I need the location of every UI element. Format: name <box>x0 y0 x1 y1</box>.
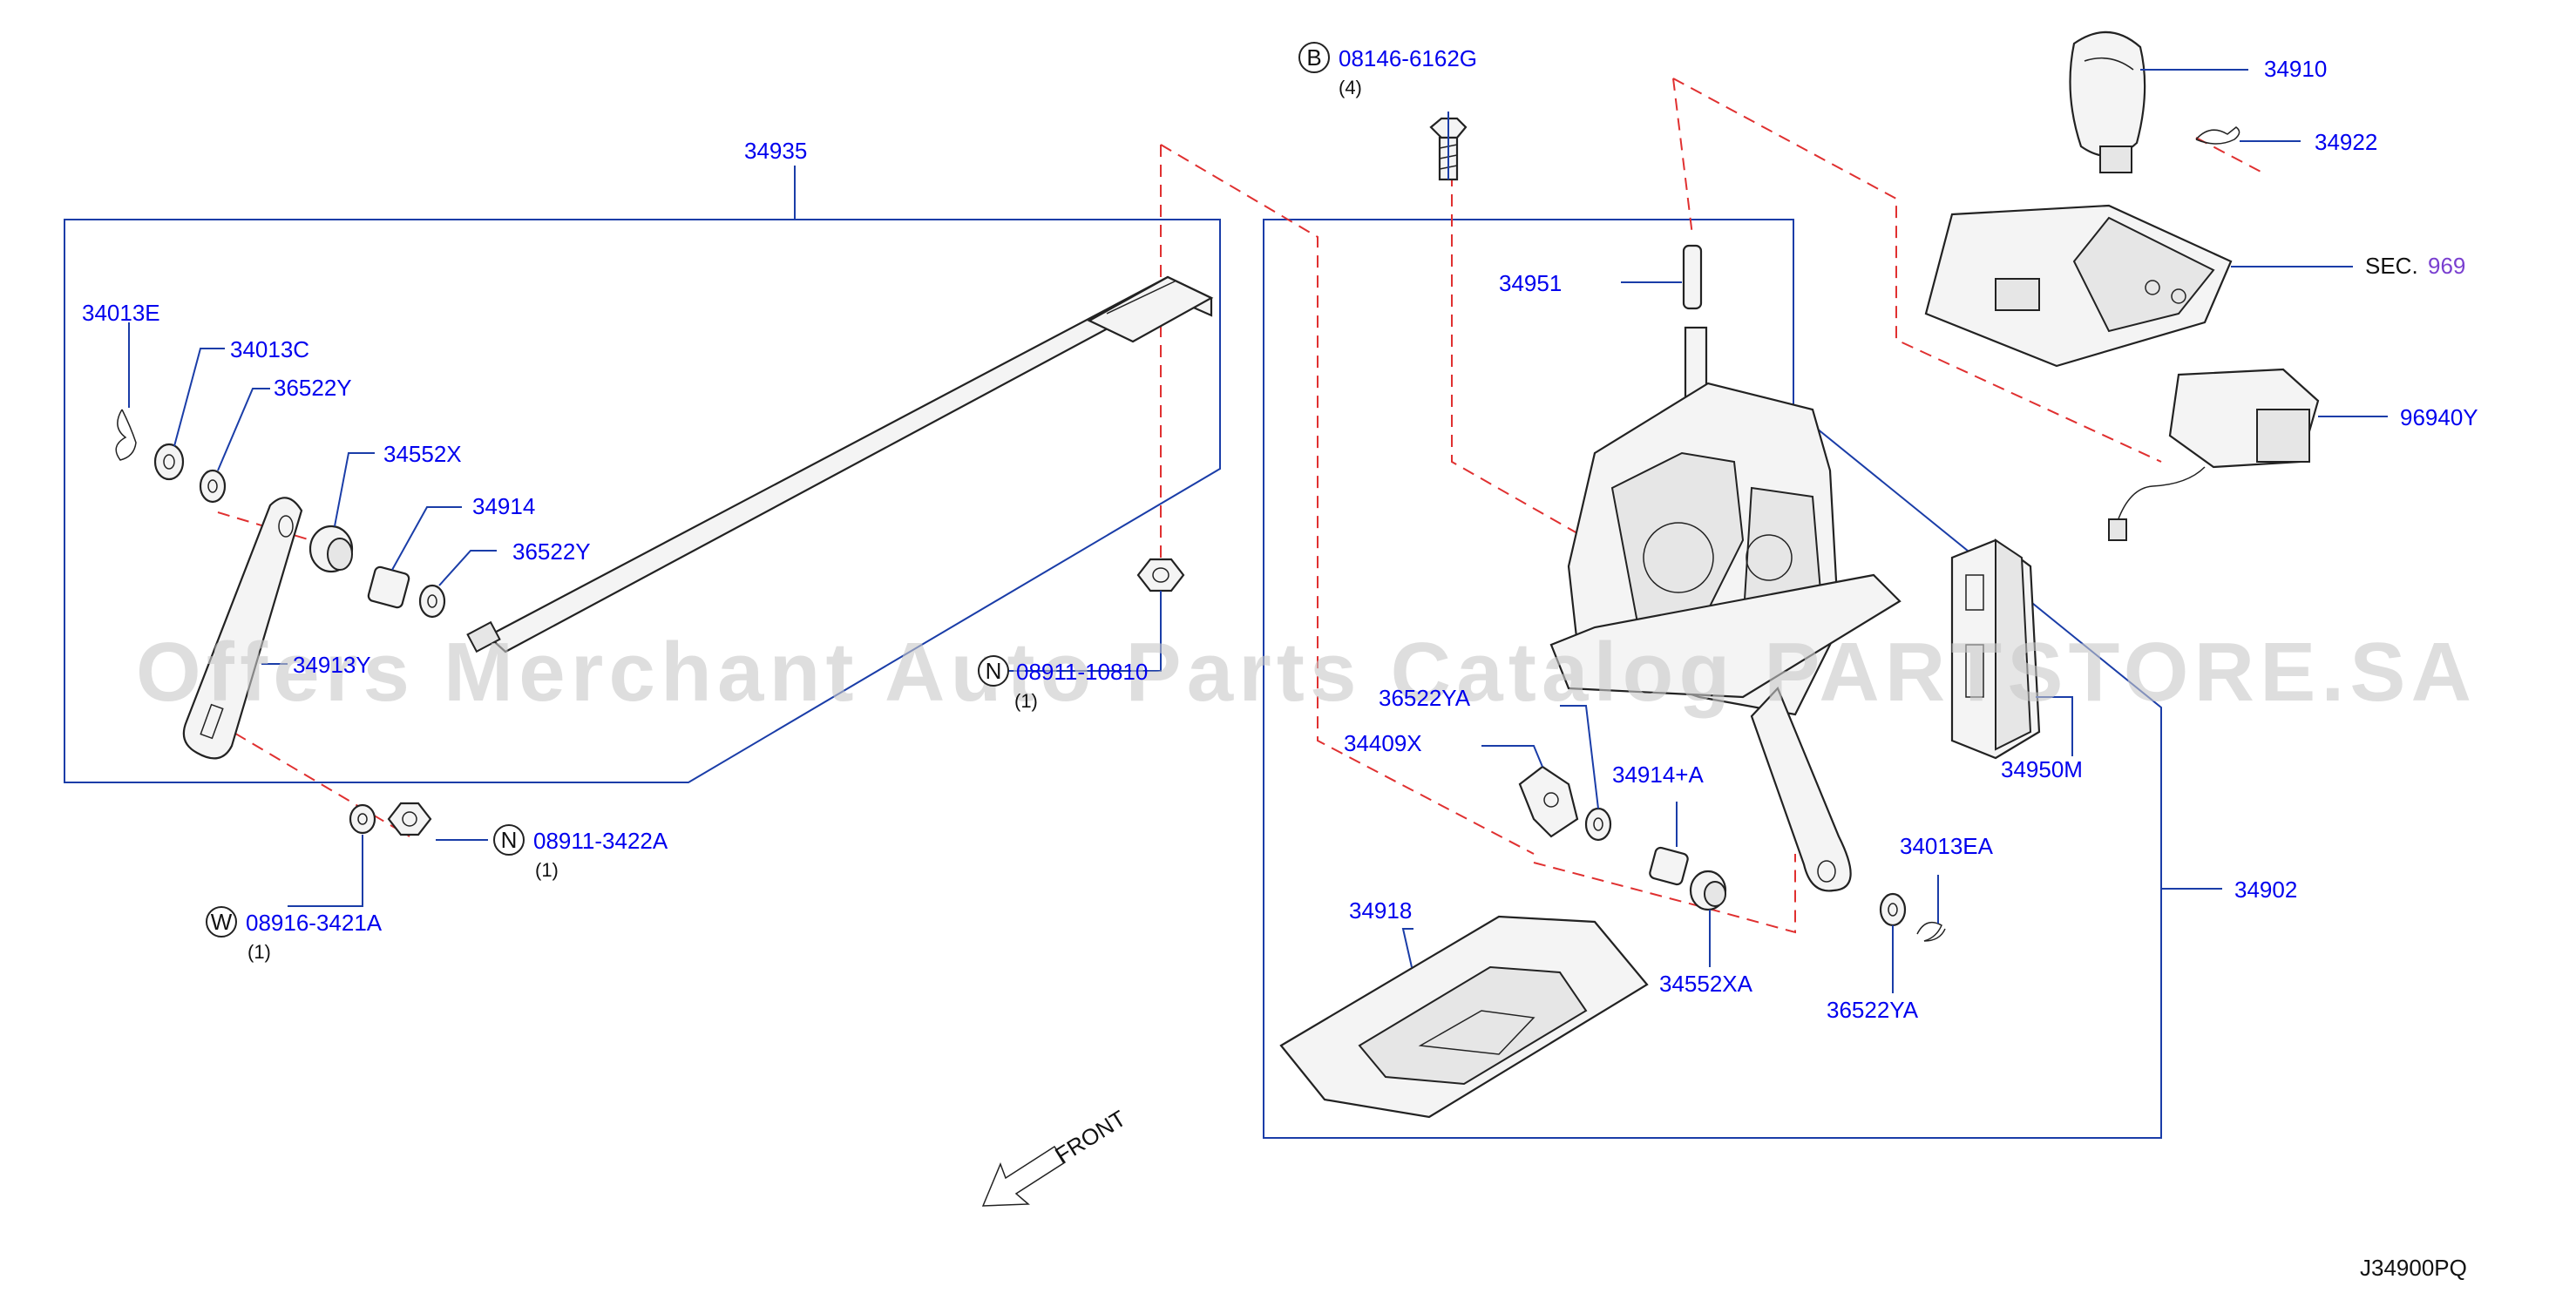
label-34914A[interactable]: 34914+A <box>1612 762 1704 788</box>
bracket-34409X <box>1518 765 1579 838</box>
qty-08146-6162G: (4) <box>1339 77 1362 98</box>
unit-34950M <box>1950 538 2041 760</box>
circle-letter-n-right: N <box>978 655 1009 687</box>
indicator-96940Y <box>2108 368 2320 541</box>
hidden-line-top <box>1672 78 2162 463</box>
washer-36522Y-b <box>418 584 446 619</box>
label-sec-969[interactable]: 969 <box>2428 253 2465 279</box>
label-36522YA-b[interactable]: 36522YA <box>1827 997 1919 1023</box>
washer-34013C <box>153 443 185 481</box>
svg-text:N: N <box>986 658 1002 684</box>
label-34922[interactable]: 34922 <box>2315 129 2377 155</box>
label-sec-prefix: SEC. <box>2365 253 2418 279</box>
collar-34914A <box>1649 846 1689 886</box>
label-34950M[interactable]: 34950M <box>2001 756 2083 782</box>
front-arrow: FRONT <box>981 1105 1130 1207</box>
svg-text:B: B <box>1306 44 1321 71</box>
label-36522Y-a[interactable]: 36522Y <box>274 375 352 401</box>
shift-knob-34910 <box>2069 30 2146 173</box>
clip-34013EA <box>1916 921 1946 942</box>
svg-text:N: N <box>501 827 518 853</box>
circle-letter-w: W <box>206 906 237 938</box>
label-34013E[interactable]: 34013E <box>82 300 160 326</box>
label-08146-6162G[interactable]: 08146-6162G <box>1339 45 1477 71</box>
label-36522YA-a[interactable]: 36522YA <box>1379 685 1471 711</box>
bushing-34552X <box>308 525 354 573</box>
hidden-line-center <box>1451 174 1578 645</box>
control-cable-34935 <box>466 275 1214 653</box>
washer-36522YA-a <box>1584 807 1612 842</box>
label-08911-10810[interactable]: 08911-10810 <box>1016 659 1148 685</box>
label-34951[interactable]: 34951 <box>1499 270 1562 296</box>
svg-text:W: W <box>211 909 233 935</box>
label-34552X[interactable]: 34552X <box>383 441 462 467</box>
shifter-assembly-34902 <box>1549 326 1901 892</box>
circle-letter-n-left: N <box>493 824 525 856</box>
front-label: FRONT <box>1050 1105 1130 1168</box>
washer-36522YA-b <box>1879 892 1907 927</box>
nut-08911-10810 <box>1136 558 1185 592</box>
group-box-34935 <box>64 219 1221 783</box>
washer-08916 <box>349 803 376 835</box>
label-34902[interactable]: 34902 <box>2234 877 2297 903</box>
bushing-34552XA <box>1689 870 1727 911</box>
diagram-code: J34900PQ <box>2360 1255 2467 1281</box>
label-08911-3422A[interactable]: 08911-3422A <box>533 828 668 854</box>
qty-08911-10810: (1) <box>1014 690 1038 712</box>
label-34552XA[interactable]: 34552XA <box>1659 971 1753 997</box>
label-34935[interactable]: 34935 <box>744 138 807 164</box>
nut-08911-3422A <box>387 802 432 836</box>
pin-34951 <box>1682 244 1703 310</box>
label-34918[interactable]: 34918 <box>1349 897 1412 924</box>
lever-34913Y <box>182 497 303 760</box>
label-36522Y-b[interactable]: 36522Y <box>512 538 591 565</box>
tray-34918 <box>1279 915 1649 1119</box>
label-34913Y[interactable]: 34913Y <box>293 652 371 678</box>
clip-34922 <box>2195 126 2240 145</box>
label-08916-3421A[interactable]: 08916-3421A <box>246 910 383 936</box>
qty-08911-3422A: (1) <box>535 859 559 881</box>
console-finisher <box>1924 204 2233 368</box>
washer-36522Y-a <box>199 469 227 504</box>
collar-34914 <box>367 565 410 609</box>
label-34914[interactable]: 34914 <box>472 493 535 519</box>
clip-34013E <box>115 409 137 461</box>
label-96940Y[interactable]: 96940Y <box>2400 404 2478 430</box>
circle-letter-b: B <box>1298 42 1330 73</box>
label-34013C[interactable]: 34013C <box>230 336 309 362</box>
label-34910[interactable]: 34910 <box>2264 56 2327 82</box>
hidden-line-left <box>1160 144 1535 855</box>
label-34013EA[interactable]: 34013EA <box>1900 833 1994 859</box>
qty-08916-3421A: (1) <box>247 941 271 963</box>
group-box-34902 <box>1263 219 2162 1139</box>
watermark-text: Offers Merchant Auto Parts Catalog PARTS… <box>136 626 2471 719</box>
label-34409X[interactable]: 34409X <box>1344 730 1422 756</box>
